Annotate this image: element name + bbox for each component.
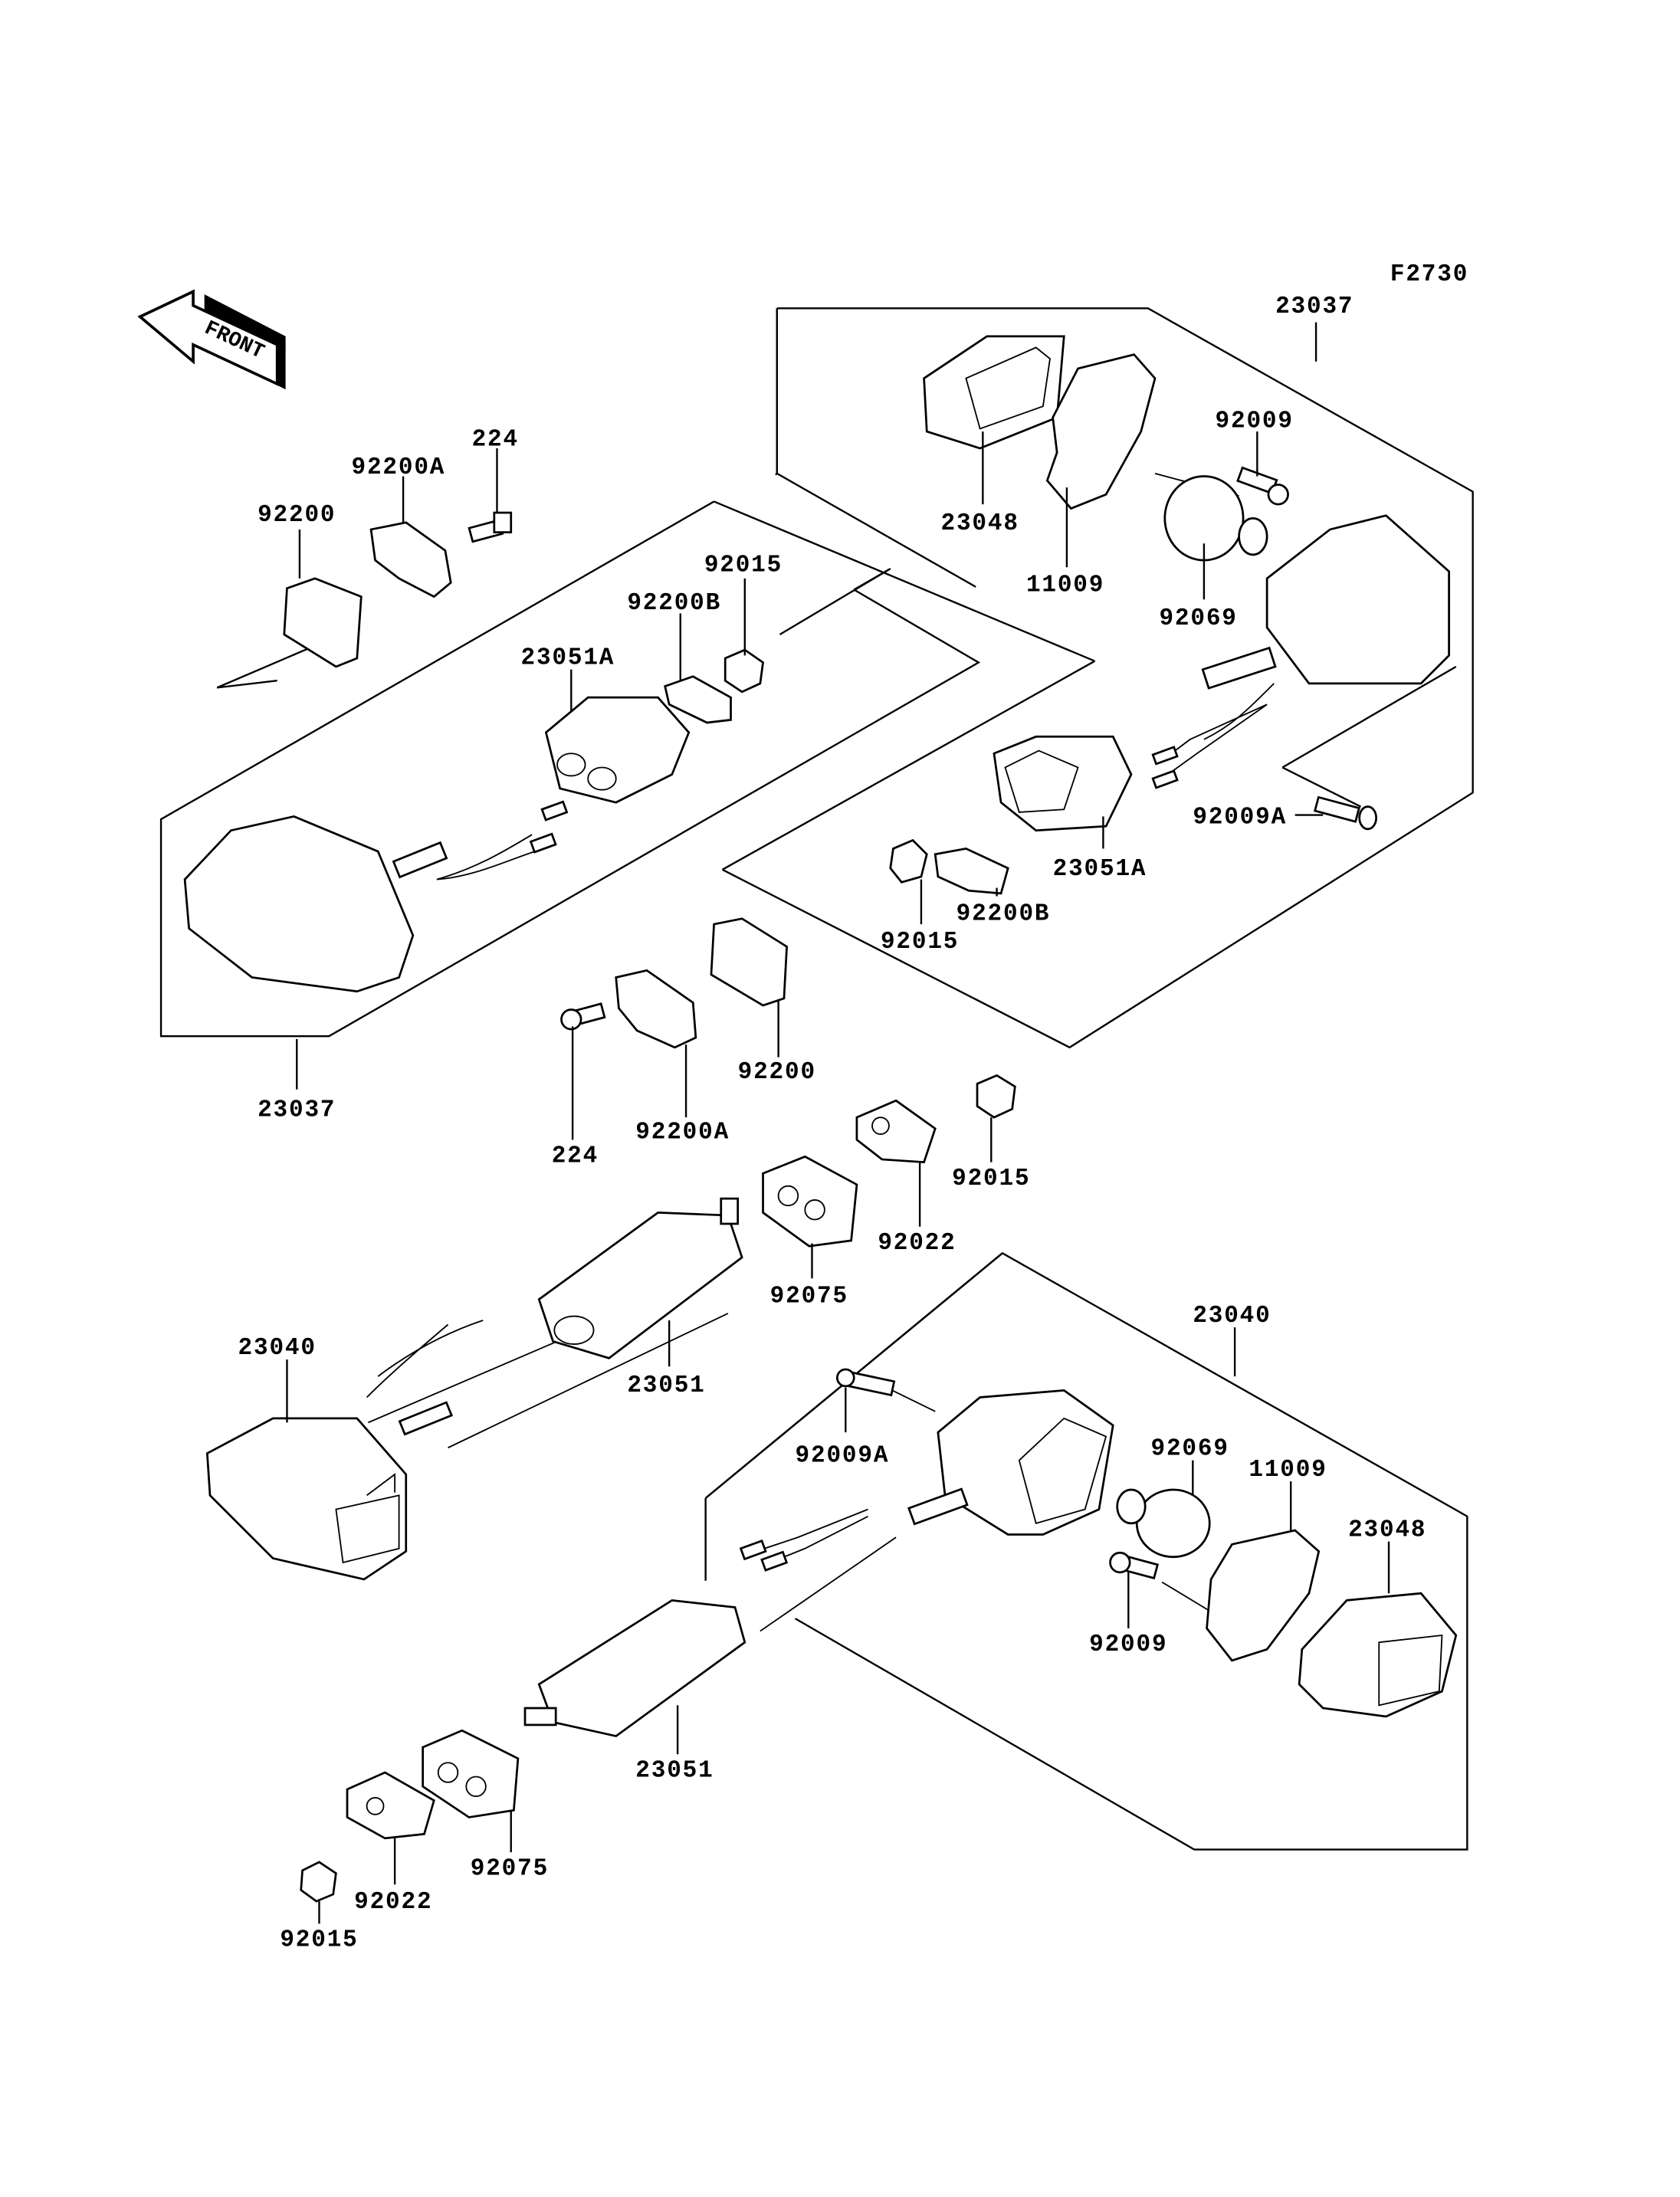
plate-92200B-right[interactable]: [934, 848, 1009, 895]
callout-23037-left: 23037: [258, 1097, 336, 1123]
nut-92015-mid[interactable]: [976, 1074, 1016, 1119]
bulb-92069-top[interactable]: [1163, 475, 1268, 562]
screw-92009A-bot[interactable]: [835, 1368, 896, 1397]
callout-92200B-top-left: 92200B: [627, 590, 721, 617]
assembly-outline-top-right: [722, 307, 1474, 1049]
leader-line: [760, 1536, 897, 1632]
callout-92015-bot: 92015: [280, 1927, 358, 1954]
turn-signal-housing-top-left[interactable]: [183, 800, 569, 993]
stay-23051-bot[interactable]: [523, 1599, 746, 1738]
gasket-11009-bot[interactable]: [1206, 1529, 1321, 1662]
nut-92015-bot[interactable]: [300, 1861, 337, 1903]
callout-11009-top: 11009: [1026, 572, 1104, 598]
callout-92022-mid: 92022: [878, 1230, 956, 1257]
plate-92200B-top-left[interactable]: [664, 675, 732, 724]
box-edge: [1281, 766, 1362, 808]
assembly-outline-bottom-right: [704, 1251, 1468, 1851]
callout-23040-right: 23040: [1193, 1303, 1271, 1330]
lens-23048-top[interactable]: [923, 335, 1065, 450]
callout-92015-top-left: 92015: [704, 553, 783, 579]
lens-23048-bot[interactable]: [1298, 1592, 1458, 1718]
callout-23051-mid: 23051: [627, 1372, 705, 1399]
callout-224-mid: 224: [552, 1143, 599, 1170]
bolt-224-mid[interactable]: [560, 1002, 606, 1031]
gasket-11009-top[interactable]: [1045, 353, 1157, 510]
nut-92015-top-left[interactable]: [724, 648, 765, 694]
callout-leaders: [286, 322, 1390, 1924]
callout-92075-bot: 92075: [471, 1855, 549, 1882]
callout-92015-right: 92015: [881, 929, 959, 956]
box-edge: [1281, 665, 1457, 769]
callout-92022-bot: 92022: [354, 1889, 432, 1916]
leader-line: [448, 1313, 729, 1449]
callout-92200A-top: 92200A: [351, 454, 445, 481]
callout-92200-top: 92200: [258, 502, 336, 529]
callout-23037-top: 23037: [1275, 293, 1354, 320]
front-arrow-icon: FRONT: [137, 289, 286, 390]
callout-23048-bot: 23048: [1348, 1517, 1426, 1543]
washer-92022-mid[interactable]: [855, 1099, 937, 1164]
grommet-92075-bot[interactable]: [422, 1729, 520, 1818]
turn-signal-housing-top-right[interactable]: [1201, 514, 1450, 740]
screw-92009A-top[interactable]: [1313, 795, 1377, 831]
box-edge: [853, 568, 891, 591]
bracket-92200A-mid[interactable]: [615, 969, 697, 1049]
screw-92009-top[interactable]: [1236, 466, 1289, 506]
bulb-92069-bot[interactable]: [1116, 1488, 1211, 1559]
wire-connector-top-right: [1151, 703, 1268, 789]
callout-23051-bot: 23051: [635, 1758, 714, 1785]
rubber-mount-23051A-top-left[interactable]: [544, 696, 691, 804]
callout-92009A-bot: 92009A: [796, 1443, 890, 1470]
callout-92009A-top: 92009A: [1193, 805, 1287, 831]
callout-23040-left: 23040: [238, 1335, 317, 1362]
callout-23051A-right: 23051A: [1053, 856, 1147, 883]
bolt-224-top[interactable]: [468, 511, 513, 543]
plate-92200-mid[interactable]: [710, 917, 788, 1007]
turn-signal-housing-23040-right[interactable]: [907, 1389, 1114, 1536]
callout-92009-bot: 92009: [1089, 1631, 1167, 1658]
wire-connector-bot-right: [739, 1508, 868, 1572]
callout-23051A-top-left: 23051A: [521, 644, 615, 671]
callout-92015-mid: 92015: [952, 1166, 1030, 1192]
callout-92075-mid: 92075: [770, 1283, 848, 1310]
callout-92069-top: 92069: [1159, 605, 1237, 632]
nut-92015-right[interactable]: [889, 838, 928, 884]
box-edge: [216, 680, 277, 689]
rubber-mount-23051A-right[interactable]: [993, 735, 1133, 832]
turn-signal-housing-23040-left[interactable]: [205, 1320, 484, 1581]
assembly-outline-top-left: [159, 500, 1095, 1038]
stay-23051-mid[interactable]: [537, 1197, 743, 1359]
callout-92200A-mid: 92200A: [635, 1120, 730, 1146]
box-edge: [776, 472, 976, 588]
callout-92069-bot: 92069: [1151, 1435, 1229, 1462]
callout-11009-bot: 11009: [1249, 1457, 1327, 1484]
leader-line: [368, 1340, 558, 1424]
callout-92009-top: 92009: [1216, 408, 1294, 435]
callout-92200B-right: 92200B: [956, 901, 1051, 928]
plate-92200-top[interactable]: [283, 577, 363, 668]
box-edge: [721, 660, 1096, 871]
washer-92022-bot[interactable]: [346, 1771, 435, 1840]
callout-92200-mid: 92200: [738, 1059, 816, 1086]
bracket-92200A-top[interactable]: [369, 521, 452, 598]
callout-23048-top: 23048: [941, 510, 1019, 537]
callout-224-top: 224: [472, 426, 519, 453]
grommet-92075-mid[interactable]: [762, 1155, 858, 1248]
figure-code: F2730: [1390, 261, 1468, 288]
screw-92009-bot[interactable]: [1109, 1551, 1160, 1580]
